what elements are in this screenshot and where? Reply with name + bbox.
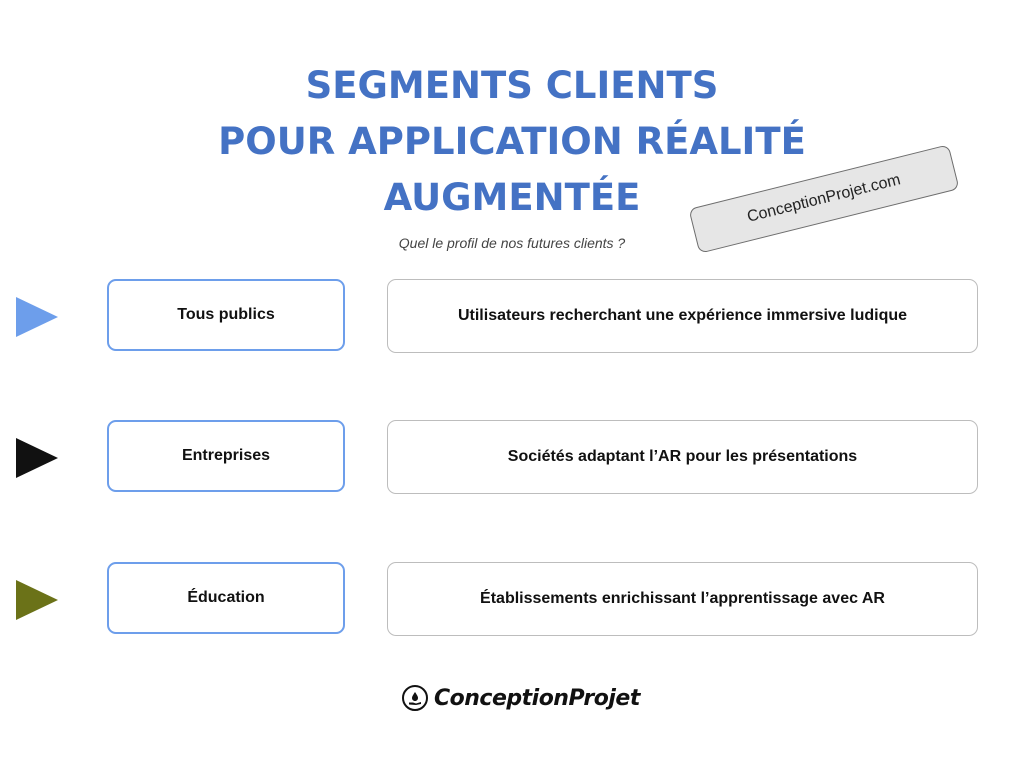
triangle-arrow-icon: [16, 438, 58, 478]
segment-description: Sociétés adaptant l’AR pour les présenta…: [507, 448, 858, 465]
segment-label: Entreprises: [181, 447, 271, 464]
segment-row-3: Éducation Établissements enrichissant l’…: [0, 562, 1024, 638]
triangle-arrow-icon: [16, 297, 58, 337]
segment-description-box: Établissements enrichissant l’apprentiss…: [387, 562, 978, 636]
title-line-2: POUR APPLICATION RÉALITÉ: [218, 120, 806, 163]
segment-description-box: Sociétés adaptant l’AR pour les présenta…: [387, 420, 978, 494]
page-title: SEGMENTS CLIENTS POUR APPLICATION RÉALIT…: [0, 58, 1024, 226]
brand-logo-text: ConceptionProjet: [434, 685, 640, 711]
hand-drop-icon: [402, 685, 428, 711]
brand-logo: ConceptionProjet: [402, 680, 640, 716]
segment-label-box: Entreprises: [107, 420, 345, 492]
subtitle: Quel le profil de nos futures clients ?: [398, 235, 626, 251]
segment-description: Établissements enrichissant l’apprentiss…: [480, 590, 885, 607]
segment-label: Tous publics: [177, 306, 275, 323]
triangle-arrow-icon: [16, 580, 58, 620]
segment-description: Utilisateurs recherchant une expérience …: [457, 307, 908, 324]
segment-row-2: Entreprises Sociétés adaptant l’AR pour …: [0, 420, 1024, 496]
title-line-3: AUGMENTÉE: [383, 176, 641, 219]
segment-row-1: Tous publics Utilisateurs recherchant un…: [0, 279, 1024, 355]
segment-description-box: Utilisateurs recherchant une expérience …: [387, 279, 978, 353]
segment-label-box: Éducation: [107, 562, 345, 634]
title-line-1: SEGMENTS CLIENTS: [305, 64, 719, 107]
segment-label: Éducation: [187, 589, 265, 606]
segment-label-box: Tous publics: [107, 279, 345, 351]
